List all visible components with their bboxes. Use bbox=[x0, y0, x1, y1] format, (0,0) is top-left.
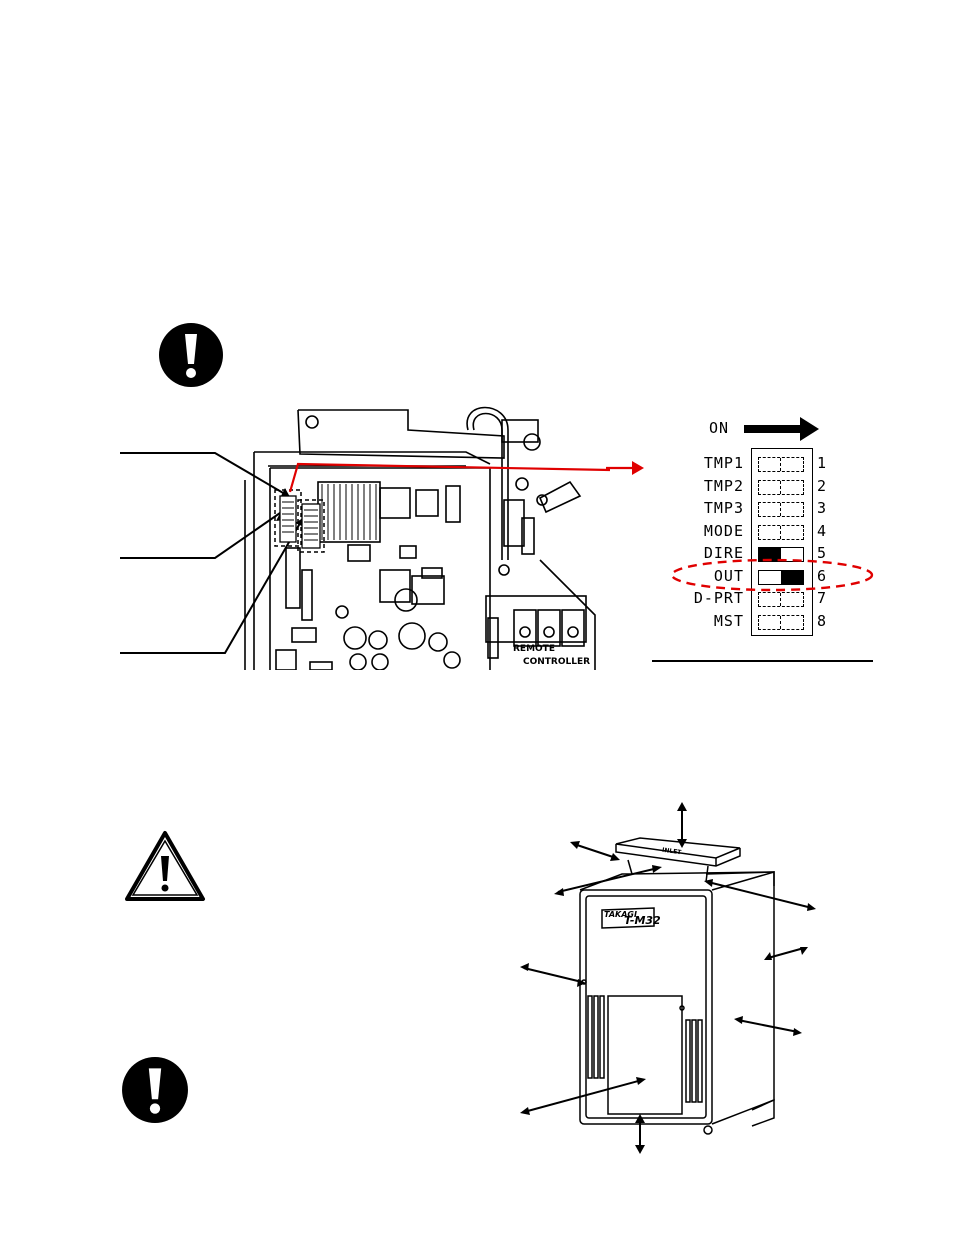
water-heater-illustration: TAKAGI T-M32 INLET bbox=[512, 800, 832, 1155]
dip-switch-label: D-PRT bbox=[693, 589, 744, 607]
heater-brand: TAKAGI bbox=[604, 910, 652, 919]
dip-switch-number: 6 bbox=[817, 566, 828, 585]
dip-switch-slot bbox=[758, 569, 804, 585]
dip-switch-divider bbox=[780, 503, 781, 516]
exclamation-circle-icon bbox=[121, 1056, 189, 1124]
terminal-label-line1: REMOTE bbox=[513, 644, 555, 654]
terminal-label: REMOTE CONTROLLER bbox=[513, 643, 590, 669]
pcb-illustration bbox=[240, 400, 610, 670]
dip-switch-number: 8 bbox=[817, 611, 828, 630]
dip-switch-divider bbox=[780, 593, 781, 606]
dip-switch-knob bbox=[759, 548, 781, 561]
dip-switch-divider bbox=[780, 458, 781, 471]
dip-switch-label: TMP2 bbox=[703, 476, 744, 495]
dip-switch-body bbox=[751, 448, 813, 636]
dip-on-label: ON bbox=[709, 419, 730, 437]
dip-switch-slot bbox=[758, 614, 804, 630]
terminal-label-line2: CONTROLLER bbox=[523, 657, 591, 667]
highlight-ellipse bbox=[670, 558, 874, 592]
right-arrow-icon bbox=[744, 417, 819, 441]
dip-switch-number: 2 bbox=[817, 476, 828, 495]
leader-lines bbox=[120, 452, 304, 654]
dip-switch-slot bbox=[758, 479, 804, 495]
rule-line bbox=[652, 660, 873, 662]
dip-switch-number: 1 bbox=[817, 454, 828, 472]
dip-switch-slot bbox=[758, 457, 804, 472]
dip-switch-label: MODE bbox=[703, 521, 744, 540]
heater-model: T-M32 bbox=[624, 914, 661, 927]
dip-switch-number: 3 bbox=[817, 499, 828, 517]
dip-switch-slot bbox=[758, 502, 804, 517]
dip-switch-label: TMP3 bbox=[703, 499, 744, 517]
dip-switch-label: DIRE bbox=[703, 544, 744, 562]
dip-switch-number: 7 bbox=[817, 589, 828, 607]
dip-switch-slot bbox=[758, 524, 804, 540]
dip-switch-knob bbox=[781, 570, 803, 584]
dip-switch-divider bbox=[780, 525, 781, 539]
dip-switch-slot bbox=[758, 547, 804, 562]
red-arrow-icon bbox=[606, 461, 644, 475]
dip-switch-label: OUT bbox=[713, 566, 744, 585]
warning-triangle-icon bbox=[124, 830, 206, 902]
dip-switch-number: 4 bbox=[817, 521, 828, 540]
dip-switch-divider bbox=[780, 615, 781, 629]
dip-switch-label: MST bbox=[713, 611, 744, 630]
dip-switch-slot bbox=[758, 592, 804, 607]
dip-switch-number: 5 bbox=[817, 544, 828, 562]
dip-switch-label: TMP1 bbox=[703, 454, 744, 472]
dip-switch-divider bbox=[780, 480, 781, 494]
exclamation-circle-icon bbox=[158, 322, 224, 388]
heater-brand-text: TAKAGI bbox=[604, 910, 637, 919]
